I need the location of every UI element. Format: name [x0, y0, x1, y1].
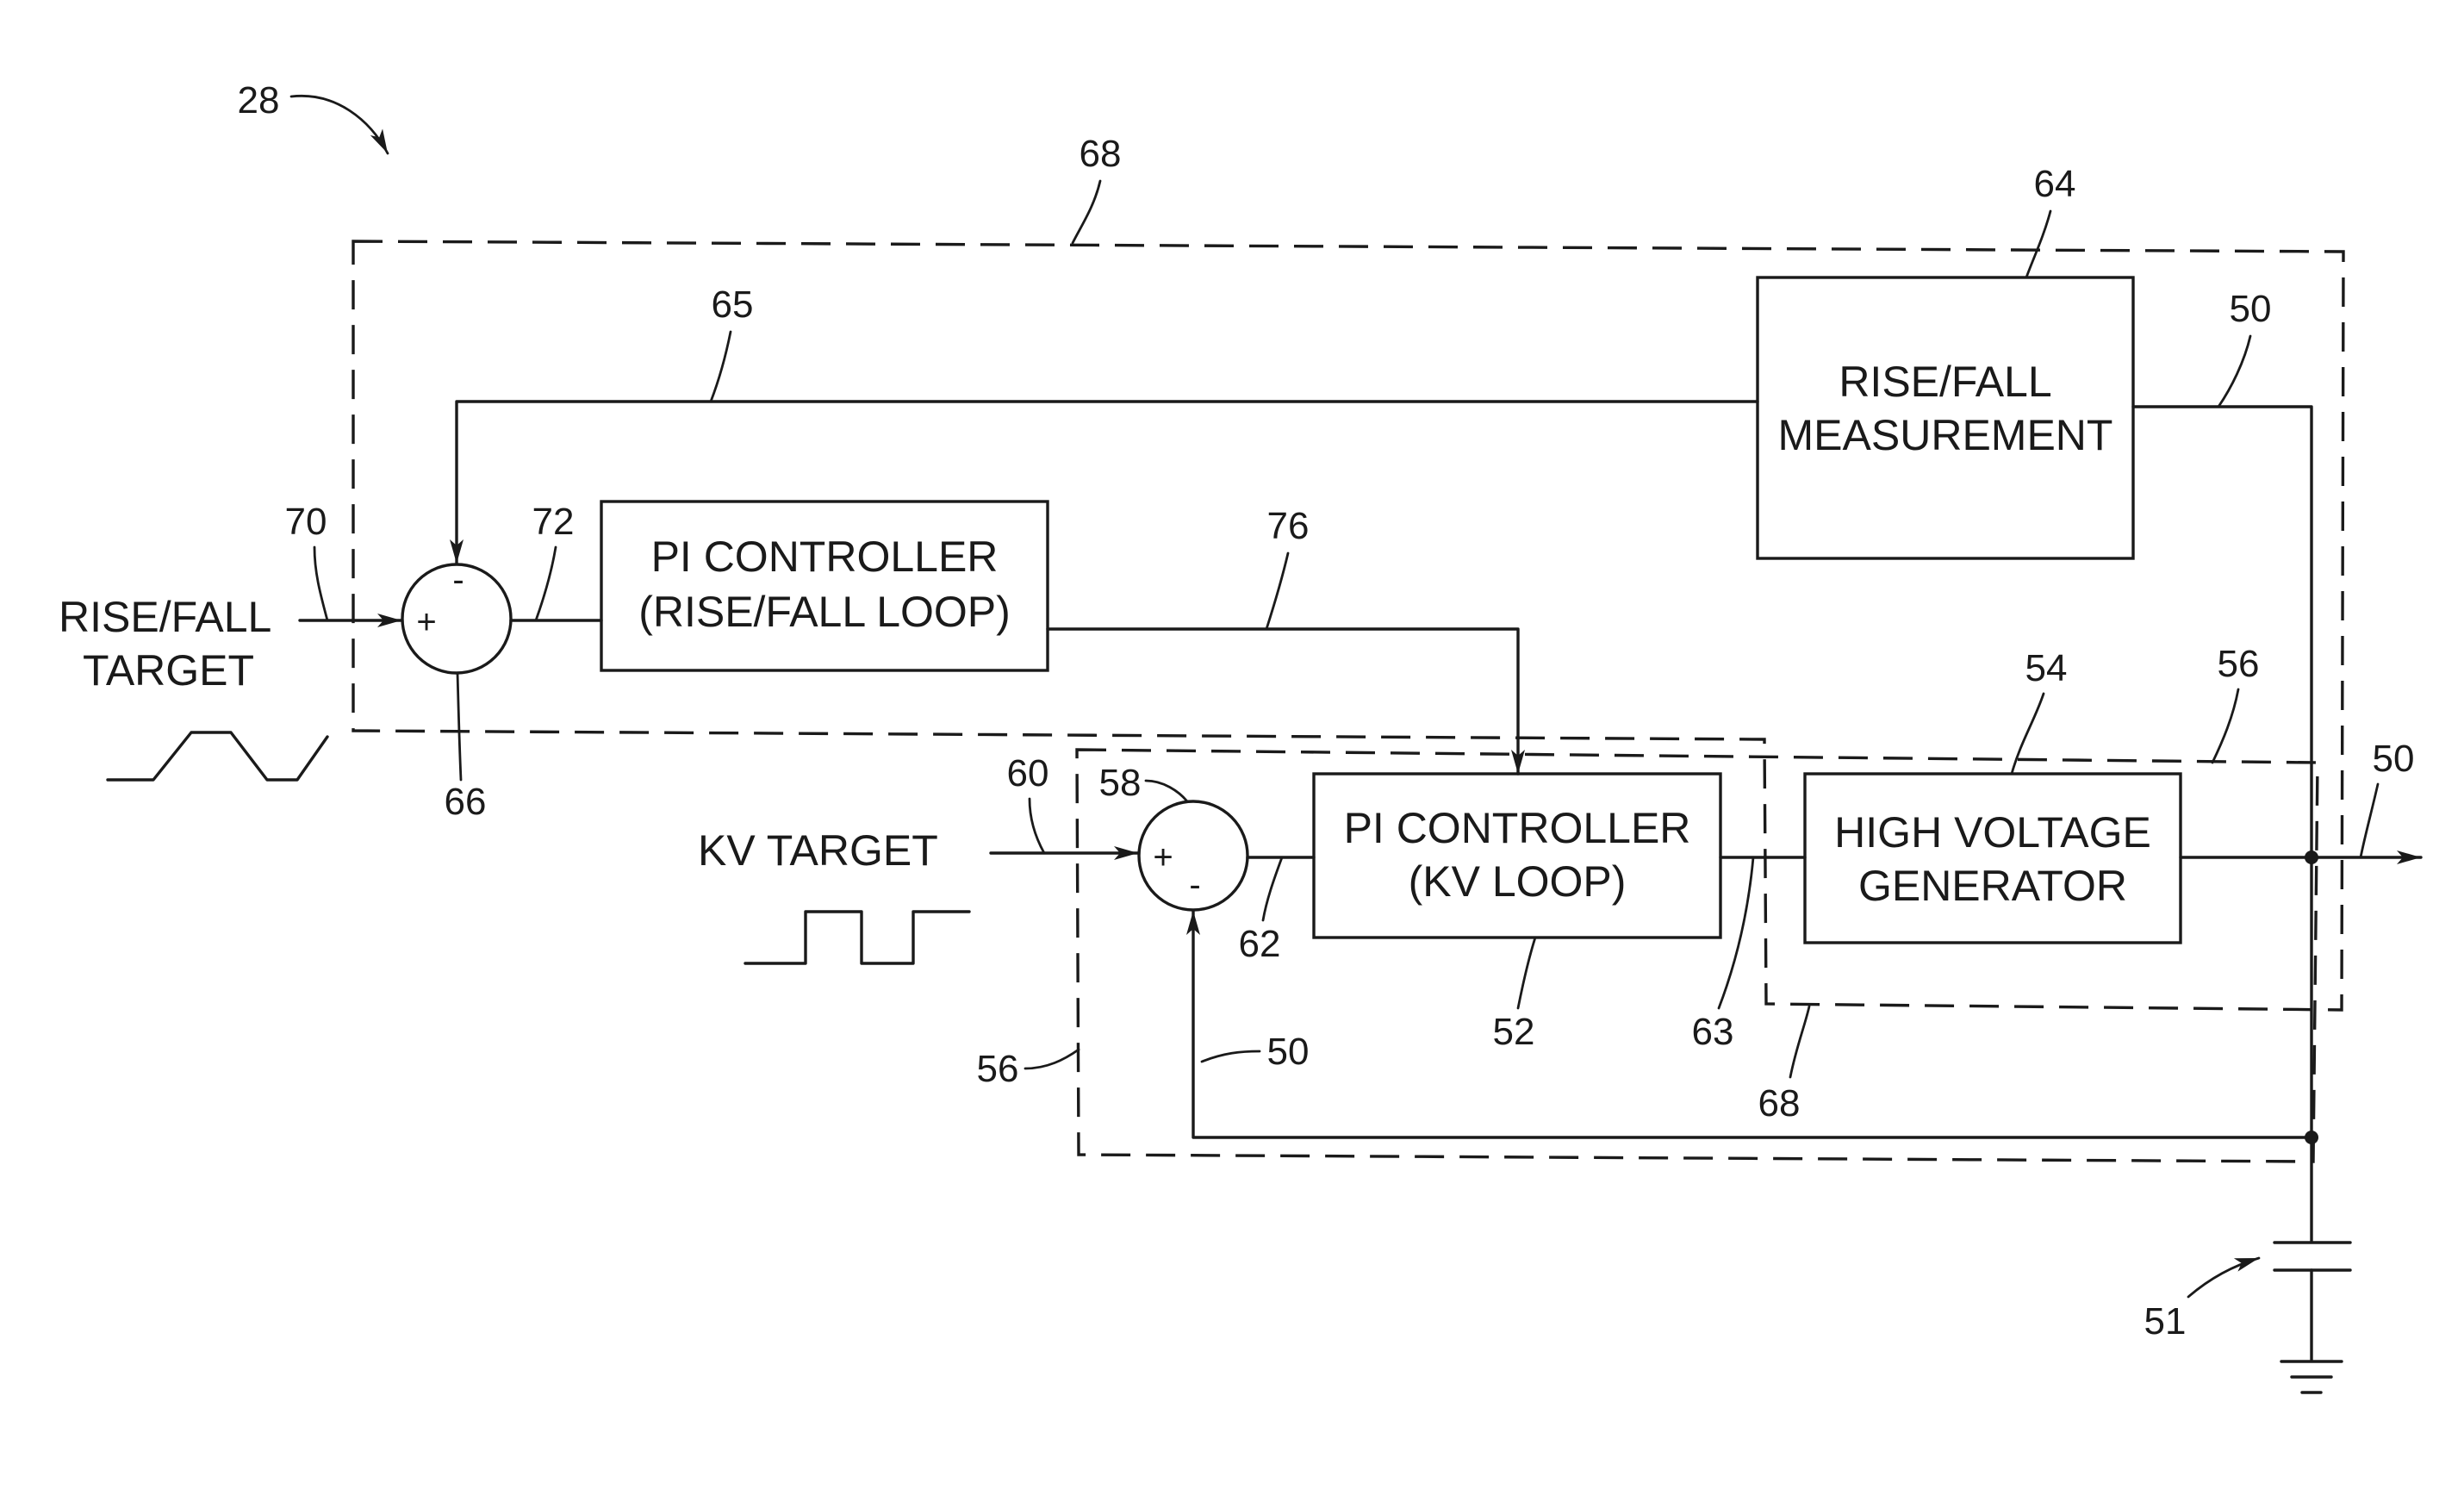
ref-52: 52: [1493, 1011, 1535, 1053]
inner-sum-minus-sign: -: [1189, 866, 1200, 904]
ref-66: 66: [445, 781, 487, 823]
kv-target-label: KV TARGET: [698, 826, 938, 875]
ref-50-top: 50: [2230, 288, 2272, 330]
outer-sum-plus-sign: +: [416, 603, 436, 641]
ref-68-top: 68: [1080, 133, 1122, 175]
ref-64-leader: [2026, 211, 2050, 277]
inner-sum-plus-sign: +: [1153, 838, 1173, 876]
pi-rise-fall-label-2: (RISE/FALL LOOP): [638, 588, 1011, 636]
ref-63-leader: [1719, 857, 1753, 1008]
ref-65-leader: [711, 332, 731, 402]
ref-70: 70: [285, 501, 327, 543]
ref-56-right: 56: [2218, 643, 2260, 685]
ref-70-leader: [314, 547, 327, 620]
rise-fall-target-label-2: TARGET: [83, 646, 254, 695]
ref-50-feedback: 50: [1267, 1031, 1310, 1073]
rise-fall-measurement-label-2: MEASUREMENT: [1778, 411, 2113, 459]
kv-feedback-line-50: [1193, 911, 2312, 1137]
ref-76: 76: [1267, 505, 1310, 547]
rise-fall-measurement-label-1: RISE/FALL: [1839, 358, 2051, 406]
ref-51: 51: [2144, 1300, 2187, 1343]
ref-68-bottom: 68: [1758, 1082, 1801, 1125]
trapezoid-waveform-icon: [108, 732, 327, 780]
ref-56-left: 56: [977, 1048, 1019, 1090]
pi-kv-label-1: PI CONTROLLER: [1344, 804, 1691, 852]
ref-65: 65: [712, 283, 754, 326]
output-node: [2305, 850, 2318, 864]
ref-64: 64: [2034, 163, 2076, 205]
high-voltage-generator-block: [1805, 774, 2181, 943]
pi-rise-fall-label-1: PI CONTROLLER: [651, 533, 999, 581]
outer-sum-minus-sign: -: [452, 561, 464, 599]
ref-72-leader: [536, 547, 556, 620]
ref-68-bottom-leader: [1790, 1006, 1809, 1077]
ref-52-leader: [1518, 938, 1535, 1008]
pi-controller-rise-fall-block: [601, 502, 1048, 670]
ref-62-leader: [1263, 857, 1282, 920]
ref-63: 63: [1692, 1011, 1734, 1053]
pi-controller-kv-block: [1314, 774, 1720, 938]
ref-50-feedback-leader: [1202, 1051, 1260, 1062]
ref-50-output: 50: [2373, 738, 2415, 780]
ref-76-leader: [1266, 553, 1288, 629]
ref-72: 72: [532, 501, 575, 543]
ref-54: 54: [2025, 647, 2068, 689]
ref-51-leader: [2188, 1258, 2259, 1297]
square-waveform-icon: [745, 912, 969, 963]
pi-kv-label-2: (KV LOOP): [1409, 857, 1627, 906]
ref-56-right-leader: [2212, 689, 2238, 763]
ref-58-leader: [1146, 781, 1187, 801]
ref-50-output-leader: [2361, 784, 2378, 857]
ref-54-leader: [2012, 694, 2044, 774]
ref-60: 60: [1007, 752, 1049, 794]
ref-66-leader: [457, 673, 461, 780]
figure-number-arrow: [291, 96, 388, 153]
ref-62: 62: [1239, 923, 1281, 965]
ref-58: 58: [1099, 762, 1142, 804]
figure-number: 28: [238, 79, 280, 121]
hv-generator-label-2: GENERATOR: [1858, 862, 2127, 910]
ref-68-top-leader: [1073, 181, 1100, 243]
ref-50-top-leader: [2218, 336, 2250, 407]
hv-generator-label-1: HIGH VOLTAGE: [1834, 808, 2151, 857]
ref-56-left-leader: [1025, 1050, 1079, 1068]
feedback-node: [2305, 1131, 2318, 1144]
ref-60-leader: [1030, 799, 1044, 853]
rise-fall-target-label-1: RISE/FALL: [59, 593, 271, 641]
